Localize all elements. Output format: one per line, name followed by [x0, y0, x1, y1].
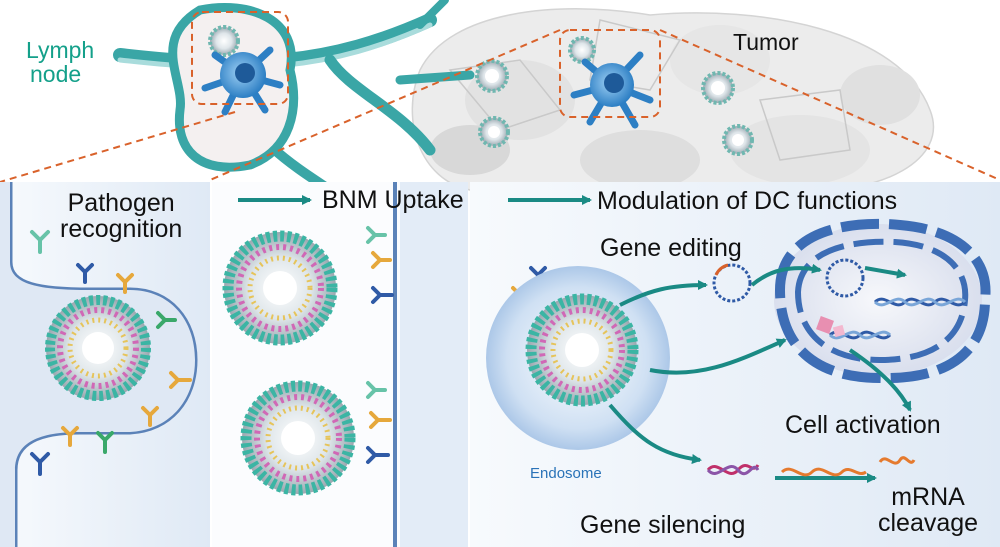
dendritic-cell-tumor: [570, 51, 654, 129]
tumor-nanoparticle: [722, 124, 754, 156]
dna-helix-icon: [828, 297, 967, 340]
nuclear-plasmid-icon: [825, 258, 865, 298]
zoom-line-middle: [209, 29, 561, 181]
zoom-line-right: [659, 29, 1000, 181]
tumor-label: Tumor: [733, 29, 799, 55]
cleaved-mrna-icon: [878, 456, 916, 465]
zoom-line-left: [0, 111, 236, 183]
dendritic-cell-lymph-node: [201, 46, 284, 116]
bnm-uptake-label: BNM Uptake: [322, 186, 464, 214]
mrna-strand-icon: [780, 467, 867, 477]
lymph-node-label-line1: Lymph: [26, 37, 95, 63]
tumor-zoom-box: [559, 29, 661, 118]
flow-arrows: [608, 263, 912, 483]
pathogen-recognition-label: Pathogen recognition: [60, 190, 182, 243]
lymph-nanoparticle: [208, 25, 240, 57]
bnm-nanoparticle: [45, 295, 151, 401]
mrna-cleavage-label: mRNA cleavage: [878, 484, 978, 537]
bnm-nanoparticle: [222, 230, 338, 346]
pathogen-recognition-line2: recognition: [60, 215, 183, 244]
sirna-icon: [706, 464, 760, 476]
lymph-zoom-box: [191, 11, 289, 105]
modulation-label: Modulation of DC functions: [597, 187, 898, 215]
plasmid-icon: [712, 263, 752, 303]
gene-silencing-label: Gene silencing: [580, 511, 746, 539]
endosome-label: Endosome: [530, 465, 602, 482]
cell-activation-label: Cell activation: [785, 411, 941, 439]
lymph-node-label: Lymph node: [26, 38, 94, 86]
lymph-node-label-line2: node: [30, 61, 82, 88]
gene-editing-label: Gene editing: [600, 234, 742, 262]
mrna-cleavage-line1: mRNA: [891, 483, 965, 511]
bnm-nanoparticle: [240, 380, 356, 496]
pathogen-recognition-line1: Pathogen: [67, 189, 175, 217]
tumor-tissue: [411, 8, 935, 192]
tumor-nanoparticle: [701, 71, 735, 105]
tumor-nanoparticle: [568, 36, 596, 64]
mrna-cleavage-line2: cleavage: [878, 509, 979, 538]
cas-protein-icon: [816, 316, 846, 338]
tumor-nanoparticle: [478, 116, 510, 148]
bnm-nanoparticle-endosome: [525, 293, 639, 407]
panel-bnm-uptake: [212, 182, 468, 547]
tumor-nanoparticle: [475, 59, 509, 93]
